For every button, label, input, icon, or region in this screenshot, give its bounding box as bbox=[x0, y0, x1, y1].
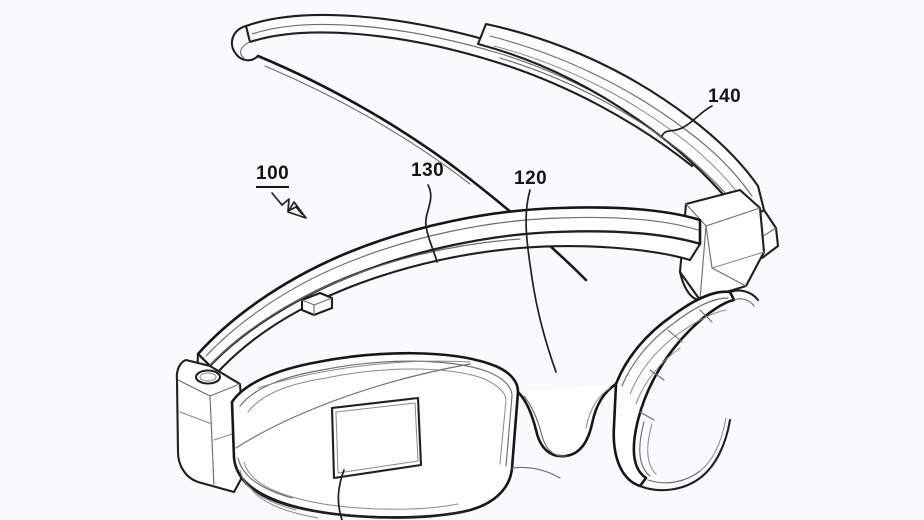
right-temple-curve bbox=[256, 54, 588, 282]
reference-label-100: 100 bbox=[256, 163, 290, 188]
leader-130 bbox=[424, 184, 438, 263]
left-end-piece bbox=[175, 358, 248, 494]
upper-frame-housing bbox=[194, 206, 702, 402]
leader-display bbox=[337, 469, 345, 520]
hinge-block bbox=[678, 188, 766, 302]
reference-label-120: 120 bbox=[514, 168, 548, 189]
camera-port bbox=[194, 369, 222, 385]
left-lens bbox=[230, 351, 520, 519]
leader-100 bbox=[271, 192, 309, 220]
display-panel-rectangle bbox=[330, 396, 423, 480]
right-lens bbox=[612, 289, 760, 492]
reference-label-140: 140 bbox=[708, 86, 742, 107]
leader-140 bbox=[661, 105, 713, 137]
leader-120 bbox=[525, 189, 557, 373]
frame-lower-rim bbox=[232, 456, 472, 519]
nose-bridge bbox=[511, 382, 618, 479]
control-button[interactable] bbox=[300, 291, 334, 317]
reference-label-130: 130 bbox=[411, 160, 445, 181]
